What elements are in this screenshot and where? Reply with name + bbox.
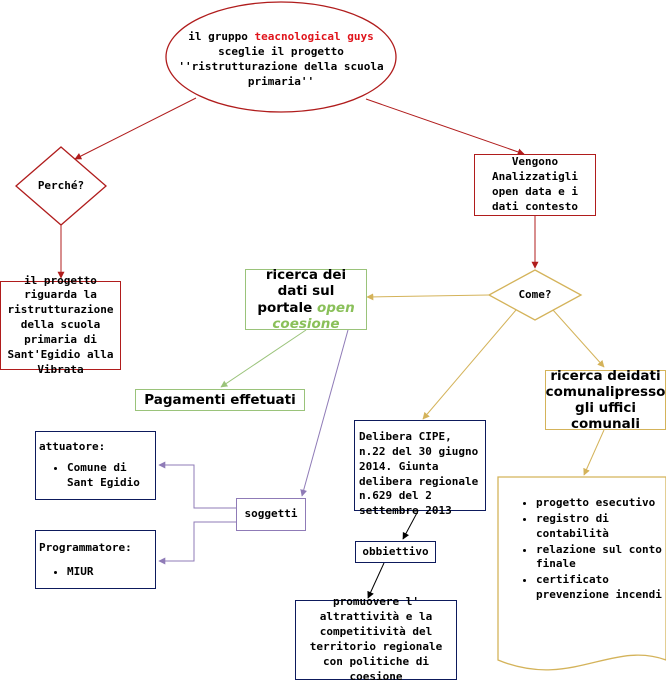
attuatore-box: attuatore: Comune di Sant Egidio <box>35 431 156 500</box>
title-prefix: il gruppo <box>188 30 255 44</box>
programmatore-title: Programmatore: <box>39 541 132 554</box>
subjects-text: soggetti <box>244 507 298 521</box>
edge-how-delibera <box>422 309 517 420</box>
title-ellipse <box>165 1 397 113</box>
edge-obiettivo-promuovere <box>367 562 385 599</box>
edge-title-analysis <box>365 98 525 156</box>
research-comune-text: ricerca deidati comunalipresso gli uffic… <box>545 367 666 433</box>
edge-subjects-attuatore <box>158 461 236 509</box>
edge-portal-subjects <box>300 329 349 497</box>
documents-list: progetto esecutivo registro di contabili… <box>498 496 666 603</box>
research-comune-box: ricerca deidati comunalipresso gli uffic… <box>545 367 666 433</box>
analysis-box: Vengono Analizzatigli open data e i dati… <box>474 154 596 216</box>
how-label: Come? <box>518 287 552 301</box>
title-suffix: sceglie il progetto ''ristrutturazione d… <box>178 45 384 88</box>
edge-delibera-obiettivo <box>402 510 419 540</box>
documents-item: progetto esecutivo <box>536 496 666 511</box>
payments-text: Pagamenti effetuati <box>144 391 296 408</box>
promuovere-text: promuovere l' altrattività e la competit… <box>309 595 443 683</box>
title-text: il gruppo teacnological guys sceglie il … <box>172 30 390 89</box>
documents-item: relazione sul conto finale <box>536 543 666 573</box>
payments-box: Pagamenti effetuati <box>135 389 305 411</box>
attuatore-item: Comune di Sant Egidio <box>67 461 152 491</box>
research-portal-text: ricerca dei dati sul portale open coesio… <box>250 267 362 332</box>
open-coesione-highlight: open coesione <box>272 299 355 332</box>
obiettivo-text: obbiettivo <box>362 544 429 558</box>
programmatore-item: MIUR <box>67 565 152 580</box>
how-node: Come? <box>500 284 570 306</box>
reason-box: il progetto riguarda la ristrutturazione… <box>0 274 121 376</box>
edge-portal-payments <box>220 329 307 388</box>
programmatore-box: Programmatore: MIUR <box>35 530 156 589</box>
documents-node: progetto esecutivo registro di contabili… <box>498 496 666 606</box>
research-portal-box: ricerca dei dati sul portale open coesio… <box>245 267 367 332</box>
programmatore-list: MIUR <box>39 565 152 580</box>
documents-shape <box>497 476 666 671</box>
edge-comune-documents <box>583 429 605 476</box>
delibera-box: Delibera CIPE, n.22 del 30 giugno 2014. … <box>354 420 486 517</box>
research-portal-prefix: ricerca dei dati sul portale <box>257 267 347 316</box>
edge-how-portal <box>366 293 490 301</box>
documents-item: certificato prevenzione incendi <box>536 573 666 603</box>
subjects-box: soggetti <box>236 498 306 531</box>
team-name: teacnological guys <box>254 30 374 44</box>
edge-subjects-programmatore <box>158 521 236 565</box>
promuovere-box: promuovere l' altrattività e la competit… <box>295 595 457 683</box>
attuatore-title: attuatore: <box>39 440 106 453</box>
why-node: Perché? <box>26 175 96 197</box>
delibera-text: Delibera CIPE, n.22 del 30 giugno 2014. … <box>359 430 479 518</box>
edge-how-comune <box>552 309 605 368</box>
attuatore-list: Comune di Sant Egidio <box>39 461 152 491</box>
title-node: il gruppo teacnological guys sceglie il … <box>172 30 390 90</box>
why-label: Perché? <box>37 178 85 192</box>
how-diamond <box>487 269 583 321</box>
edge-title-why <box>74 97 197 160</box>
reason-text: il progetto riguarda la ristrutturazione… <box>7 273 114 376</box>
analysis-text: Vengono Analizzatigli open data e i dati… <box>491 155 579 213</box>
obiettivo-box: obbiettivo <box>355 541 436 563</box>
documents-item: registro di contabilità <box>536 512 666 542</box>
